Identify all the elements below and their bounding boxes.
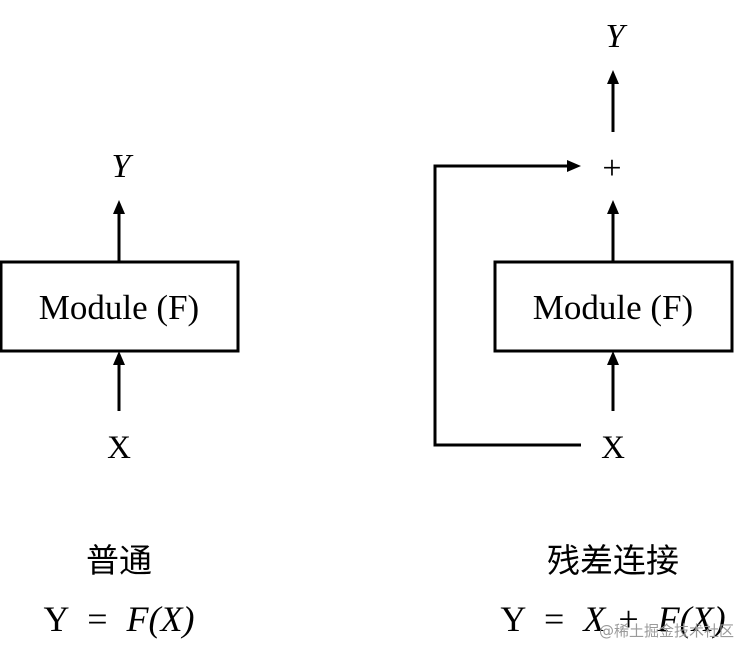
- residual-output-arrowhead: [607, 70, 619, 84]
- plain-input-arrowhead: [113, 351, 125, 365]
- plain-output-label: Y: [112, 148, 134, 185]
- plain-input-label: X: [107, 430, 131, 466]
- plain-formula: Y = F(X): [44, 599, 195, 639]
- plain-formula-eq: =: [87, 599, 107, 639]
- residual-formula: Y = X + F(X): [500, 599, 725, 639]
- residual-formula-f: F(X): [657, 599, 726, 639]
- plain-formula-lhs: Y: [44, 599, 70, 639]
- residual-output-label: Y: [606, 18, 628, 55]
- plain-module-label: Module (F): [39, 288, 199, 327]
- residual-formula-eq: =: [544, 599, 564, 639]
- residual-formula-x: X: [581, 599, 607, 639]
- residual-sum-symbol: +: [602, 150, 621, 187]
- residual-input-arrowhead: [607, 351, 619, 365]
- plain-formula-rhs: F(X): [126, 599, 195, 639]
- skip-connection-line: [433, 164, 581, 447]
- residual-input-label: X: [601, 430, 625, 466]
- residual-module-output-arrowhead: [607, 200, 619, 214]
- watermark: @稀土掘金技术社区: [599, 622, 734, 640]
- plain-output-arrowhead: [113, 200, 125, 214]
- plain-diagram: Y Module (F) X 普通 Y = F(X): [0, 148, 240, 639]
- plain-caption: 普通: [86, 541, 152, 580]
- residual-caption: 残差连接: [547, 541, 679, 580]
- skip-connection-arrowhead: [567, 160, 581, 172]
- residual-module-box: [493, 260, 734, 353]
- plain-module-box: [0, 260, 240, 353]
- residual-diagram: Y + Module (F) X 残差连接 Y = X + F(X): [433, 18, 734, 639]
- residual-formula-lhs: Y: [500, 599, 526, 639]
- residual-formula-plus: +: [618, 599, 638, 639]
- residual-module-label: Module (F): [533, 288, 693, 327]
